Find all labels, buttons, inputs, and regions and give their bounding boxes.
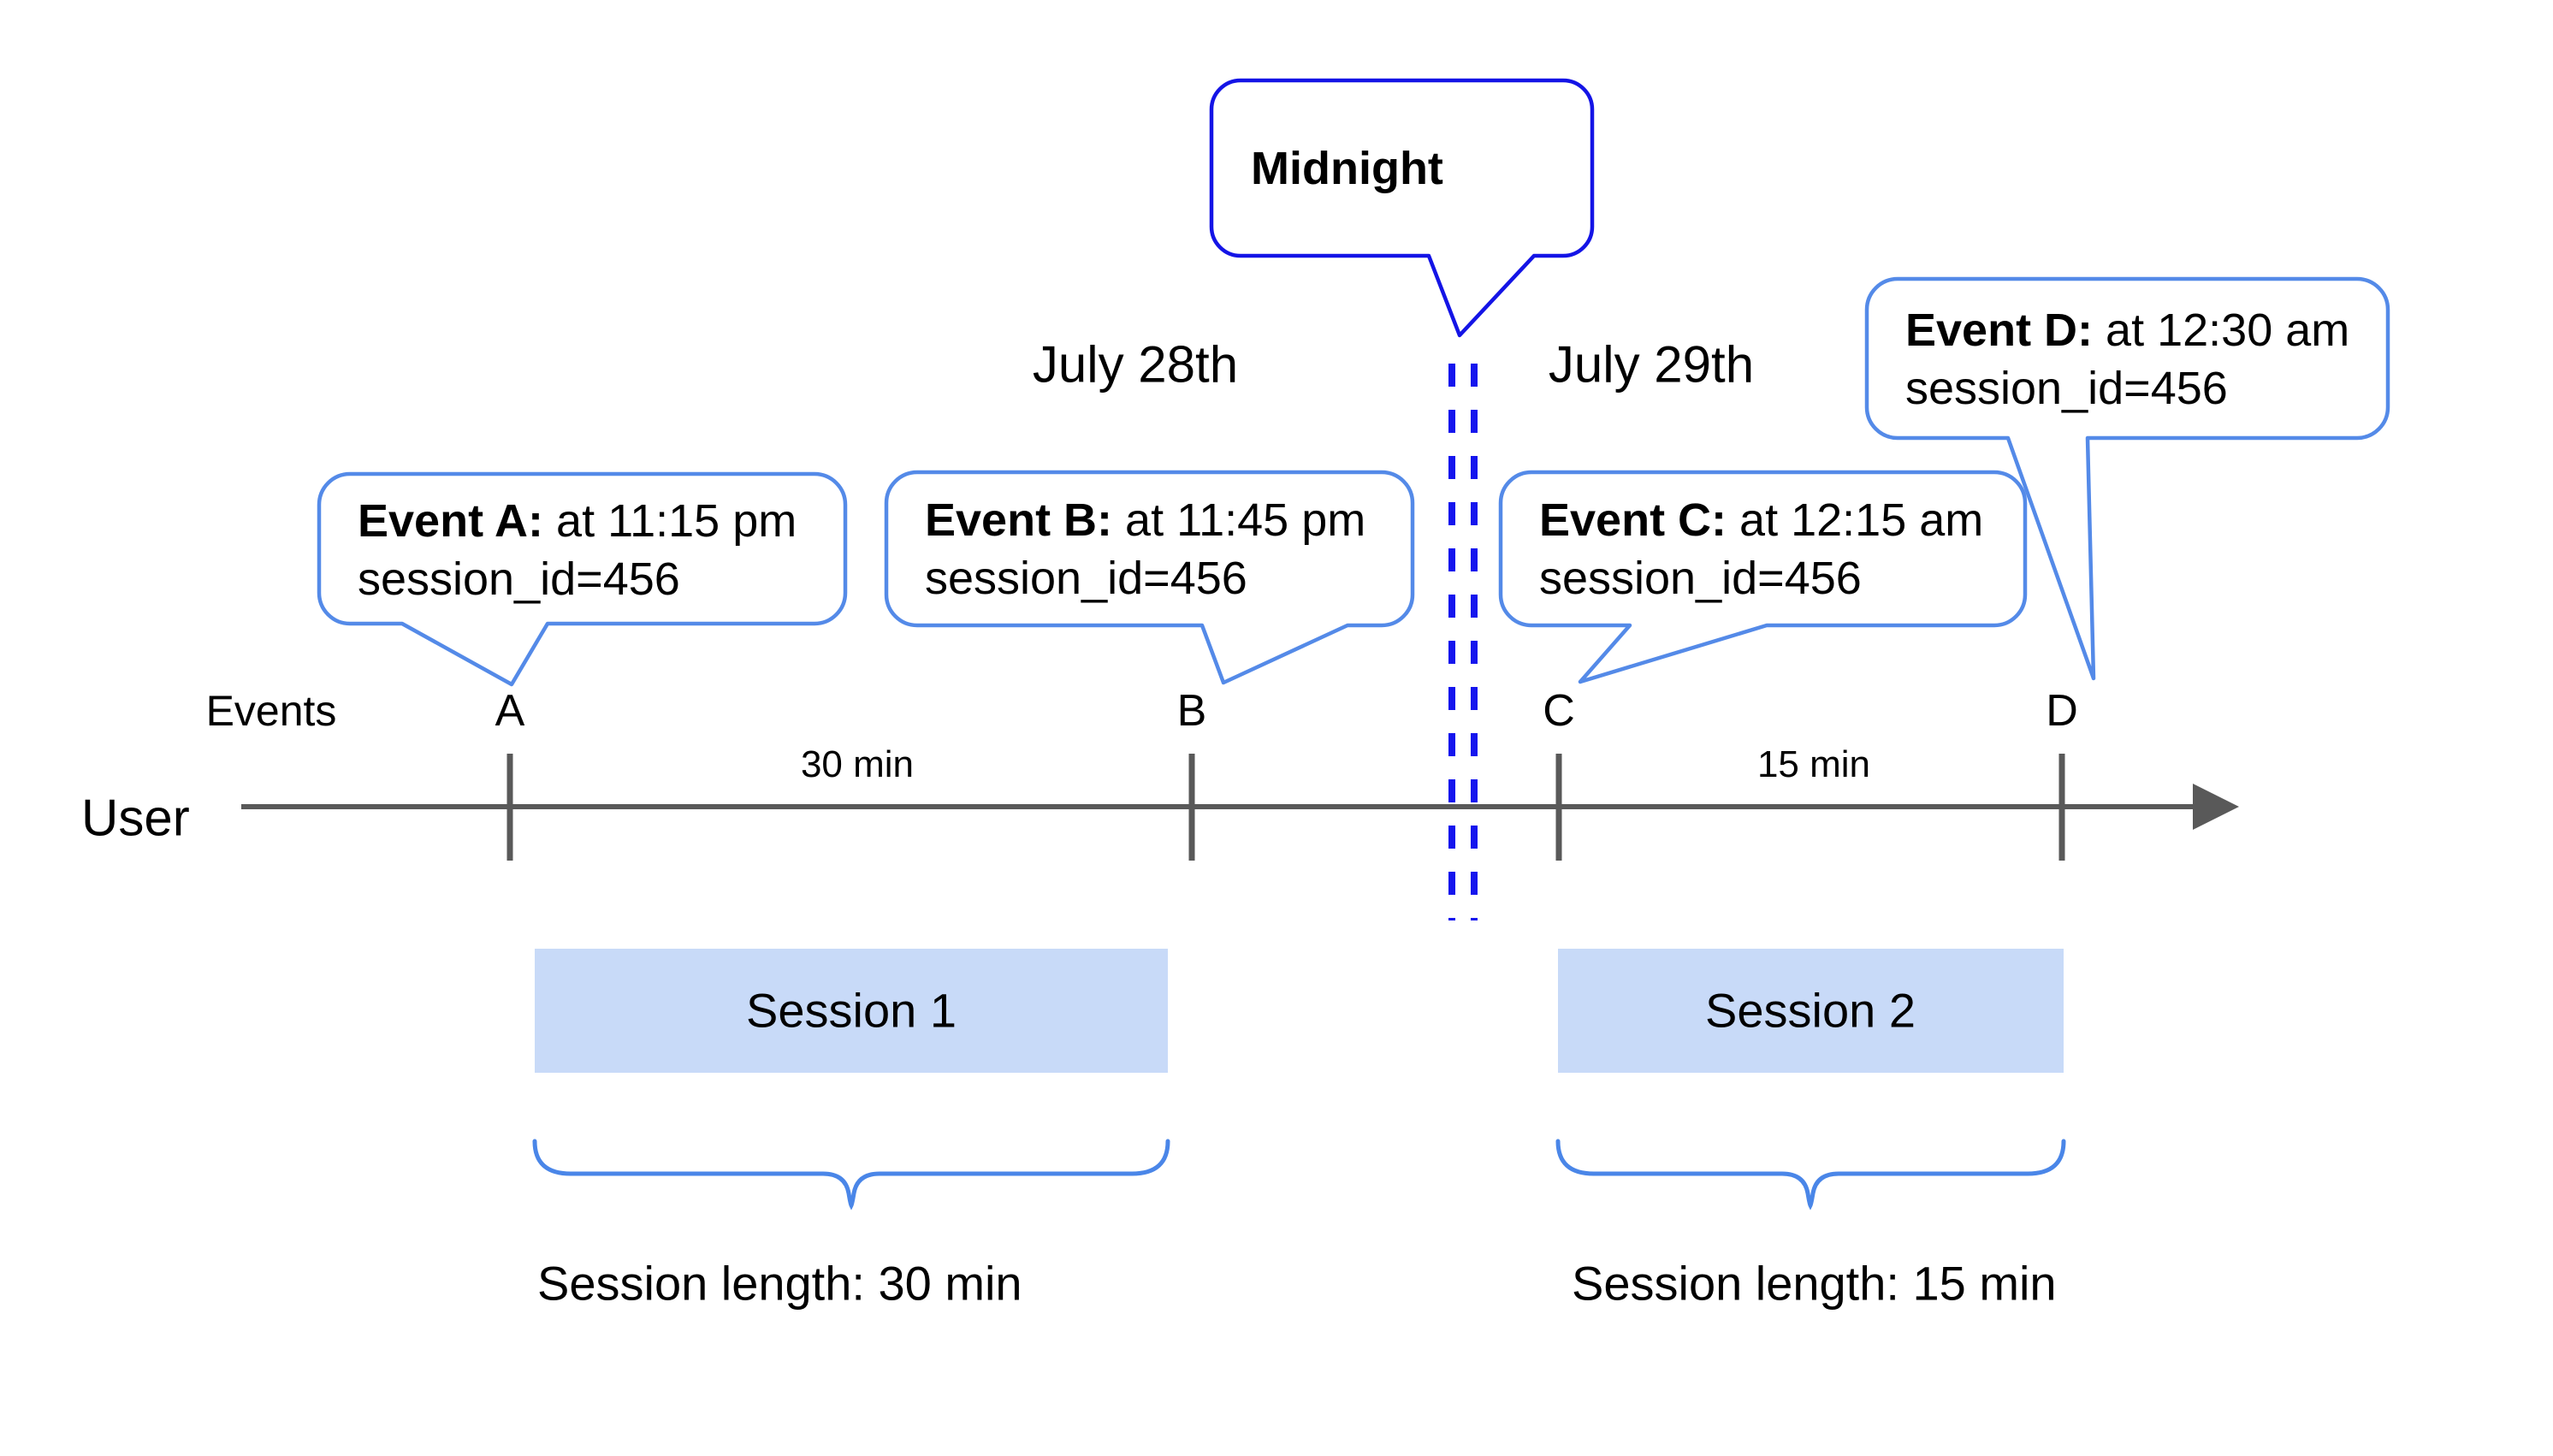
event-a-callout-text: Event A: at 11:15 pm session_id=456 [358, 492, 797, 608]
interval-a-b-duration: 30 min [800, 743, 915, 785]
event-b-callout-bubble [884, 470, 1415, 685]
midnight-label: Midnight [1251, 143, 1443, 194]
session-2-label: Session 2 [1705, 983, 1916, 1038]
event-c-title-line: Event C: at 12:15 am [1539, 491, 1983, 549]
session-2-box [1558, 949, 2064, 1073]
session-2-brace-icon [1555, 1139, 2066, 1210]
event-b-callout-text: Event B: at 11:45 pm session_id=456 [925, 491, 1365, 607]
user-axis-label: User [81, 789, 190, 847]
event-b-title-line: Event B: at 11:45 pm [925, 491, 1365, 549]
event-d-title-line: Event D: at 12:30 am [1905, 301, 2349, 359]
session-1-label: Session 1 [746, 983, 957, 1038]
session-1-box [535, 949, 1168, 1073]
event-a-title-line: Event A: at 11:15 pm [358, 492, 797, 550]
event-a-session-id: session_id=456 [358, 553, 680, 605]
event-c-callout-text: Event C: at 12:15 am session_id=456 [1539, 491, 1983, 607]
event-a-name: Event A: [358, 495, 544, 547]
event-d-name: Event D: [1905, 305, 2094, 356]
date-label-july-28: July 28th [1032, 335, 1239, 394]
marker-letter-d: D [2046, 686, 2078, 736]
interval-c-d-duration: 15 min [1756, 743, 1871, 785]
midnight-callout-bubble [1209, 78, 1595, 338]
arrow-right-icon [2193, 784, 2239, 830]
marker-letter-b: B [1176, 686, 1207, 736]
session-1-brace-icon [532, 1139, 1170, 1210]
event-d-callout-text: Event D: at 12:30 am session_id=456 [1905, 301, 2349, 417]
event-d-session-id: session_id=456 [1905, 363, 2228, 414]
marker-letter-c: C [1543, 686, 1575, 736]
event-c-session-id: session_id=456 [1539, 553, 1862, 604]
event-d-callout-bubble [1864, 276, 2390, 681]
event-c-callout-bubble [1498, 470, 2028, 684]
marker-letter-a: A [495, 686, 525, 736]
event-b-name: Event B: [925, 494, 1113, 546]
event-c-name: Event C: [1539, 494, 1727, 546]
session-1-length-label: Session length: 30 min [537, 1256, 1022, 1311]
event-a-callout-bubble [317, 471, 848, 687]
event-c-time: at 12:15 am [1727, 494, 1984, 546]
event-d-time: at 12:30 am [2093, 305, 2350, 356]
events-axis-label: Events [205, 687, 337, 735]
date-label-july-29: July 29th [1548, 335, 1755, 394]
event-b-session-id: session_id=456 [925, 553, 1247, 604]
event-b-time: at 11:45 pm [1112, 494, 1366, 546]
session-2-length-label: Session length: 15 min [1572, 1256, 2057, 1311]
event-a-time: at 11:15 pm [543, 495, 797, 547]
